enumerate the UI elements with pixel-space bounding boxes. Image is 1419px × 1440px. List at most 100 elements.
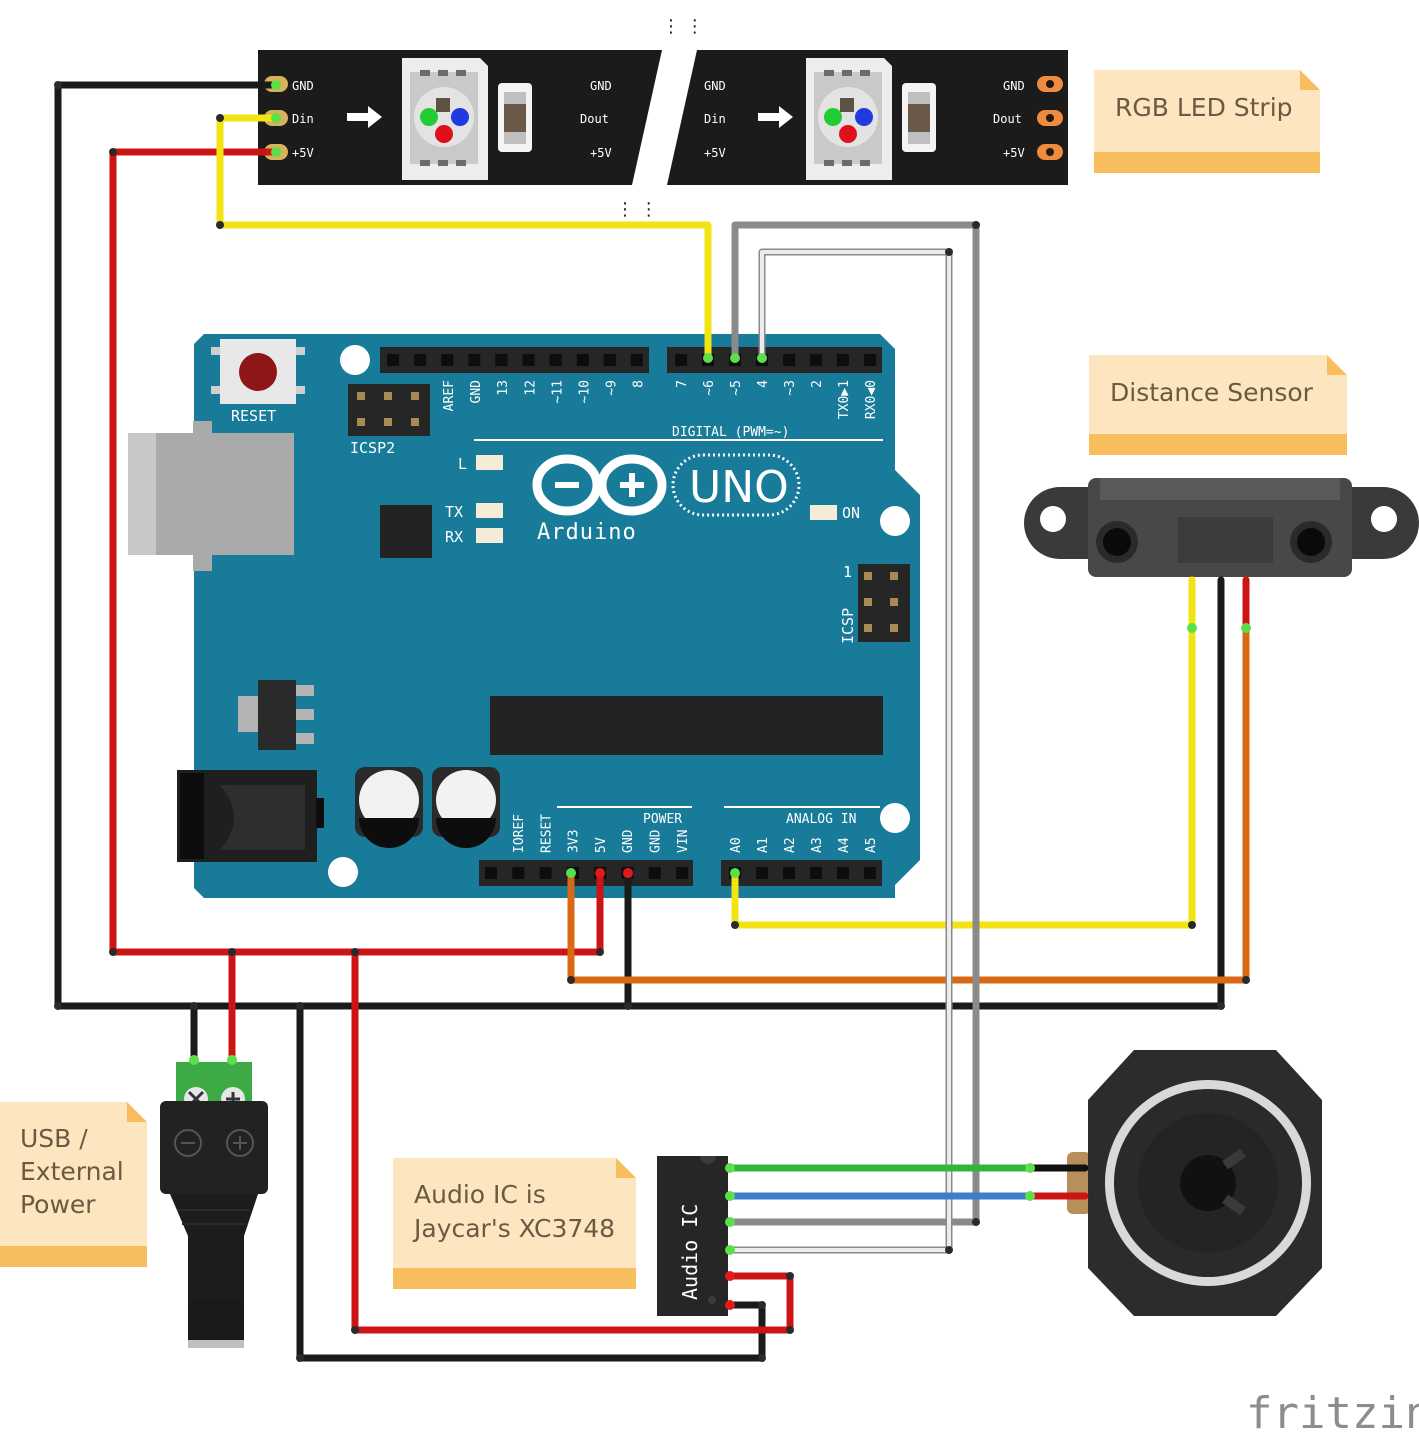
note-power-line2: External [20, 1157, 124, 1186]
led-on [810, 505, 837, 520]
analog-pin-label: A1 [756, 837, 771, 853]
strip-pin-din-1: Din [292, 112, 314, 126]
mount-hole [880, 803, 910, 833]
power-pin-label: 5V [594, 837, 609, 853]
digital-pin-label: TX0▶1 [837, 380, 852, 419]
audio-ic-module [657, 1156, 728, 1316]
note-rgb-led-strip [1094, 70, 1320, 173]
power-pin-label: RESET [539, 814, 554, 853]
reset-button[interactable] [211, 339, 305, 404]
digital-pin-label: 8 [632, 380, 647, 388]
digital-pin-hole [603, 354, 616, 366]
audio-ic-label: Audio IC [678, 1204, 702, 1300]
digital-pin-label: ~3 [783, 380, 798, 396]
wire-junctions [54, 81, 1250, 1362]
strip-pin-gnd-3: GND [704, 79, 726, 93]
analog-pin-hole [864, 867, 876, 879]
digital-pin-label: ~9 [605, 380, 620, 396]
strip-pin-dout-4: Dout [993, 112, 1022, 126]
digital-pin-hole [549, 354, 562, 366]
arrow-right-icon [347, 106, 382, 128]
digital-header-right [667, 347, 882, 373]
note-audio-ic-line2: Jaycar's XC3748 [412, 1214, 615, 1243]
analog-pin-hole [756, 867, 768, 879]
analog-pin-label: A0 [729, 837, 744, 853]
digital-pin-hole [783, 354, 795, 366]
digital-pin-label: 7 [675, 380, 690, 388]
rgb-led-strip: ⋮ ⋮ ⋮ ⋮ GND Din +5V [258, 16, 1068, 220]
atmega-chip [490, 696, 883, 755]
analog-pin-label: A4 [837, 837, 852, 853]
note-audio-ic [393, 1158, 636, 1289]
mount-hole [328, 857, 358, 887]
analog-header-label: ANALOG IN [786, 812, 856, 827]
digital-pin-label: ~11 [550, 380, 565, 403]
note-distance-sensor-text: Distance Sensor [1110, 378, 1314, 407]
digital-pin-label: GND [469, 380, 484, 404]
note-audio-ic-line1: Audio IC is [414, 1180, 546, 1209]
capacitor-left [355, 767, 423, 848]
strip-right-pads [1037, 76, 1063, 160]
strip-led-1 [402, 58, 488, 180]
power-header [479, 860, 693, 886]
digital-pin-hole [468, 354, 481, 366]
capacitor-right [432, 767, 500, 848]
strip-pin-5v-3: +5V [704, 146, 726, 160]
icsp2-label: ICSP2 [350, 439, 395, 457]
strip-pin-5v-4: +5V [1003, 146, 1025, 160]
strip-pin-5v-1: +5V [292, 146, 314, 160]
icsp-label: ICSP [839, 608, 857, 644]
led-l-label: L [458, 455, 467, 473]
power-pin-hole [648, 867, 661, 879]
usb-connector [128, 421, 294, 571]
pin-connection-markers [189, 80, 1251, 1255]
analog-header [721, 860, 882, 886]
model-label: UNO [689, 462, 789, 513]
strip-pin-dout-2: Dout [580, 112, 609, 126]
digital-pin-label: ~6 [702, 380, 717, 396]
digital-pin-hole [810, 354, 822, 366]
strip-capacitor-1 [498, 83, 532, 152]
digital-pin-label: ~5 [729, 380, 744, 396]
strip-break-dots-bottom: ⋮ ⋮ [616, 199, 658, 220]
analog-pin-label: A3 [810, 837, 825, 853]
board-dc-jack [177, 770, 324, 862]
power-pin-hole [676, 867, 689, 879]
icsp-pin1-label: 1 [843, 563, 852, 581]
digital-pin-hole [576, 354, 589, 366]
digital-pin-label: ~10 [578, 380, 593, 403]
strip-capacitor-2 [902, 83, 936, 152]
arduino-logo-icon [532, 454, 667, 516]
digital-header-label: DIGITAL (PWM=~) [672, 425, 789, 440]
power-header-label: POWER [643, 812, 682, 827]
led-rx [476, 528, 503, 543]
power-pin-hole [485, 867, 497, 879]
power-pin-label: 3V3 [567, 830, 582, 853]
note-power [0, 1102, 147, 1267]
digital-pin-label: 12 [523, 380, 538, 396]
arduino-logo-text: Arduino [537, 520, 637, 545]
digital-pin-label: AREF [442, 380, 457, 411]
digital-pin-hole [522, 354, 535, 366]
analog-pin-hole [810, 867, 822, 879]
distance-sensor [1024, 478, 1419, 577]
analog-pin-label: A2 [783, 837, 798, 853]
digital-pin-hole [414, 354, 427, 366]
strip-led-2 [806, 58, 892, 180]
strip-pin-gnd-2: GND [590, 79, 612, 93]
power-pin-label: VIN [676, 830, 691, 853]
analog-pin-hole [783, 867, 795, 879]
strip-pin-5v-2: +5V [590, 146, 612, 160]
arrow-right-icon [758, 106, 793, 128]
power-pin-label: GND [621, 829, 636, 853]
power-pin-label: IOREF [512, 814, 527, 853]
mount-hole [340, 345, 370, 375]
arduino-uno-board: RESET ICSP2 DIGITAL (PWM=~) [128, 334, 920, 898]
digital-pin-hole [837, 354, 849, 366]
pin-connection-markers-red [595, 868, 735, 1310]
digital-pin-hole [630, 354, 643, 366]
led-on-label: ON [842, 504, 860, 522]
led-l [476, 455, 503, 470]
note-distance-sensor [1089, 355, 1347, 455]
power-pin-hole [539, 867, 552, 879]
